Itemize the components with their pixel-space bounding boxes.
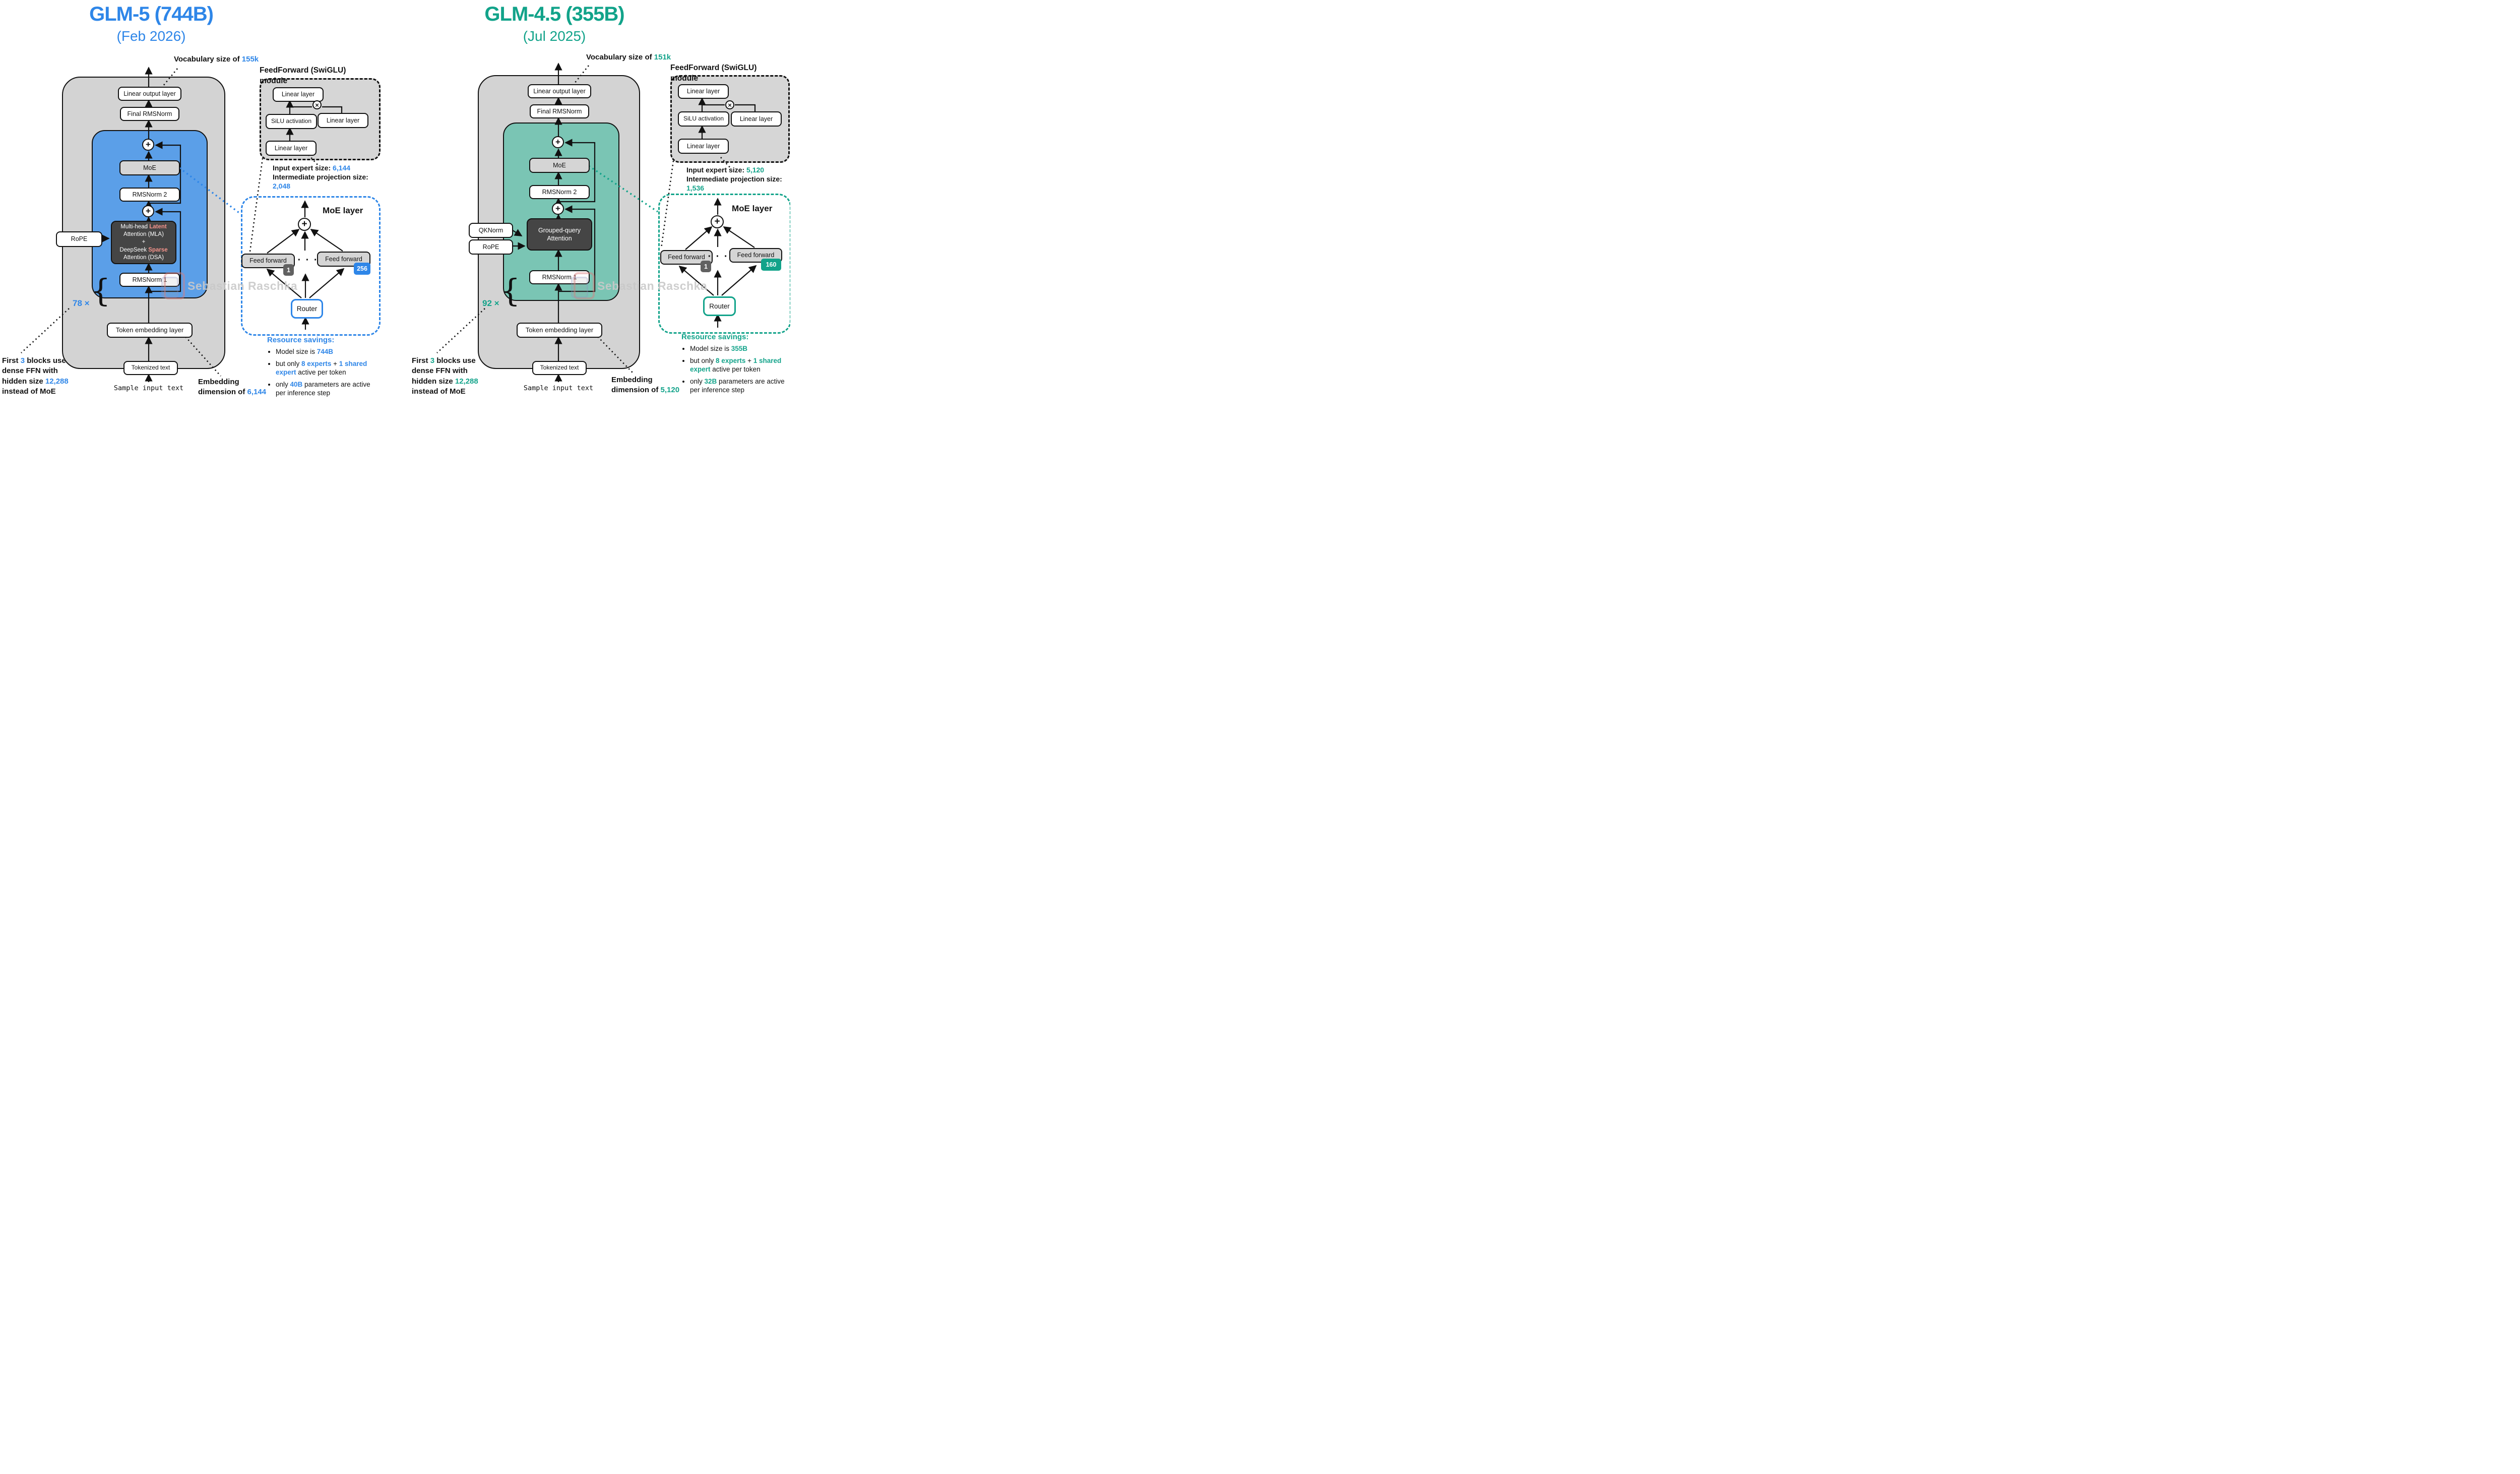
left-repeat-count: 78 × xyxy=(73,298,90,308)
right-watermark-logo xyxy=(571,272,595,299)
left-resource-savings: Resource savings: Model size is 744B but… xyxy=(267,336,381,398)
right-ffn-module-title: FeedForward (SwiGLU) module xyxy=(670,64,757,83)
right-expert-size-note: Input expert size: 5,120 xyxy=(686,166,765,174)
left-watermark-text: Sebastian Raschka xyxy=(187,279,298,292)
left-ffn-module-title: FeedForward (SwiGLU) module xyxy=(260,66,346,85)
right-ffn-linear-bottom-box: Linear layer xyxy=(678,139,729,154)
left-model-title: GLM-5 (744B) xyxy=(89,3,214,25)
right-residual-add-1-icon: + xyxy=(552,203,564,215)
left-savings-bullet-3: only 40B parameters are active per infer… xyxy=(276,380,381,397)
left-tokenized-text-box: Tokenized text xyxy=(123,361,178,375)
diagram-canvas: GLM-5 (744B) (Feb 2026) Vocabulary size … xyxy=(0,0,790,398)
right-vocab-label: Vocabulary size of 151k xyxy=(586,53,671,62)
right-router-box: Router xyxy=(703,296,736,316)
left-model-date: (Feb 2026) xyxy=(116,28,186,44)
right-savings-bullet-1: Model size is 355B xyxy=(690,344,790,353)
left-residual-add-2-icon: + xyxy=(142,139,154,151)
right-resource-savings: Resource savings: Model size is 355B but… xyxy=(681,333,790,398)
left-router-box: Router xyxy=(291,299,323,319)
left-residual-add-1-icon: + xyxy=(142,205,154,217)
right-linear-output-box: Linear output layer xyxy=(528,84,591,98)
left-experts-ellipsis-icon: · · · xyxy=(297,255,319,266)
right-repeat-brace-icon: { xyxy=(500,272,521,309)
left-moe-box: MoE xyxy=(119,160,180,175)
left-proj-size-value: 2,048 xyxy=(273,182,291,190)
left-proj-size-note: Intermediate projection size: xyxy=(273,173,368,181)
left-ffn-multiply-icon: × xyxy=(312,100,322,109)
right-ffn-linear-right-box: Linear layer xyxy=(731,111,782,127)
left-token-embedding-box: Token embedding layer xyxy=(107,323,193,338)
right-watermark-text: Sebastian Raschka xyxy=(597,279,708,292)
right-expert-n-badge: 160 xyxy=(761,259,781,271)
right-experts-ellipsis-icon: · · · xyxy=(708,251,729,262)
left-repeat-brace-icon: { xyxy=(91,272,111,309)
left-expert-size-note: Input expert size: 6,144 xyxy=(273,164,351,172)
right-model-date: (Jul 2025) xyxy=(523,28,586,44)
right-savings-bullet-3: only 32B parameters are active per infer… xyxy=(690,377,790,394)
right-proj-size-value: 1,536 xyxy=(686,184,705,192)
left-ffn-silu-box: SiLU activation xyxy=(266,114,317,129)
right-repeat-count: 92 × xyxy=(482,298,499,308)
right-residual-add-2-icon: + xyxy=(552,136,564,148)
right-final-rmsnorm-box: Final RMSNorm xyxy=(530,104,589,118)
left-savings-bullet-2: but only 8 experts + 1 shared expert act… xyxy=(276,359,381,377)
right-moe-add-icon: + xyxy=(711,215,724,228)
right-token-embedding-box: Token embedding layer xyxy=(517,323,602,338)
right-ffn-linear-top-box: Linear layer xyxy=(678,84,729,99)
left-watermark-logo xyxy=(161,272,185,299)
left-savings-title: Resource savings: xyxy=(267,336,335,344)
left-moe-add-icon: + xyxy=(298,218,311,231)
left-ffn-linear-bottom-box: Linear layer xyxy=(266,141,317,156)
right-rope-box: RoPE xyxy=(469,239,513,255)
left-expert-n-badge: 256 xyxy=(354,263,370,275)
right-moe-box: MoE xyxy=(529,158,590,173)
left-sample-input-text: Sample input text xyxy=(113,384,184,392)
right-rmsnorm2-box: RMSNorm 2 xyxy=(529,185,590,199)
left-ffn-linear-right-box: Linear layer xyxy=(318,113,368,128)
right-proj-size-note: Intermediate projection size: xyxy=(686,175,782,183)
right-dense-ffn-note: First 3 blocks use dense FFN with hidden… xyxy=(412,356,478,396)
left-rmsnorm2-box: RMSNorm 2 xyxy=(119,188,180,202)
left-linear-output-box: Linear output layer xyxy=(118,87,181,101)
right-tokenized-text-box: Tokenized text xyxy=(532,361,587,375)
left-dense-ffn-note: First 3 blocks use dense FFN with hidden… xyxy=(2,356,69,396)
left-rope-box: RoPE xyxy=(56,231,102,247)
left-expert-1-badge: 1 xyxy=(283,264,294,276)
left-final-rmsnorm-box: Final RMSNorm xyxy=(120,107,179,121)
right-savings-bullet-2: but only 8 experts + 1 shared expert act… xyxy=(690,356,790,374)
left-vocab-label: Vocabulary size of 155k xyxy=(174,55,259,64)
right-ffn-silu-box: SiLU activation xyxy=(678,111,729,127)
right-sample-input-text: Sample input text xyxy=(523,384,594,392)
left-moe-layer-title: MoE layer xyxy=(323,206,363,215)
right-savings-title: Resource savings: xyxy=(681,333,749,341)
right-moe-layer-title: MoE layer xyxy=(732,204,773,213)
left-ffn-linear-top-box: Linear layer xyxy=(273,87,324,102)
right-expert-n-box: Feed forward xyxy=(729,248,782,263)
left-savings-bullet-1: Model size is 744B xyxy=(276,347,381,356)
right-model-title: GLM-4.5 (355B) xyxy=(484,3,624,25)
right-qknorm-box: QKNorm xyxy=(469,223,513,238)
right-ffn-multiply-icon: × xyxy=(725,100,734,109)
